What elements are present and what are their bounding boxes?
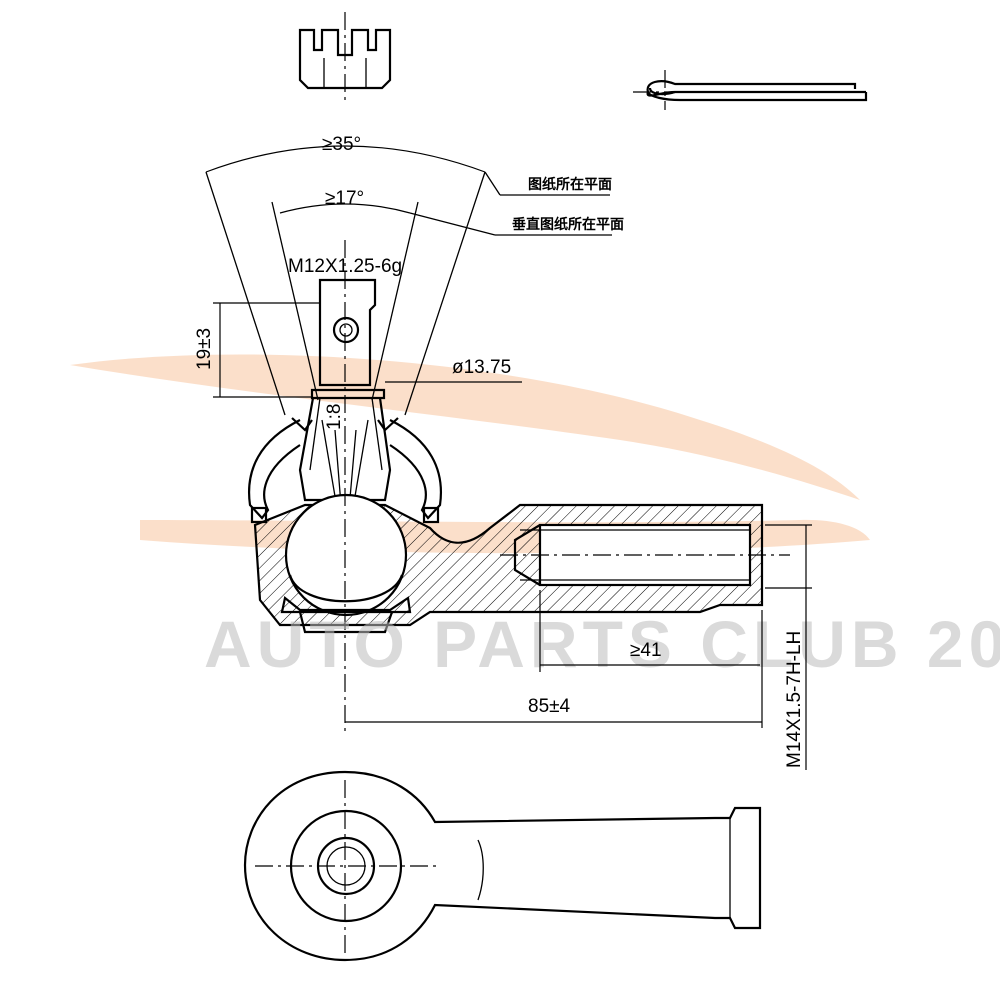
vertical-plane-note: 垂直图纸所在平面 bbox=[512, 216, 624, 233]
overall-length-dimension: 85±4 bbox=[345, 610, 763, 728]
watermark-swoosh-upper bbox=[70, 354, 860, 500]
angle-inner-label: ≥17° bbox=[325, 188, 364, 209]
taper-label: 1:8 bbox=[324, 404, 345, 430]
plan-view bbox=[243, 770, 762, 962]
drawing-plane-note: 图纸所在平面 bbox=[528, 176, 612, 193]
stud-thread-label: M12X1.25-6g bbox=[288, 256, 402, 277]
cotter-pin bbox=[633, 70, 868, 110]
housing-body bbox=[253, 240, 790, 735]
ball-socket bbox=[284, 493, 408, 617]
thread-depth-dimension: ≥41 bbox=[539, 590, 760, 672]
body-thread-label: M14X1.5-7H-LH bbox=[784, 631, 805, 768]
diameter-callout: ø13.75 bbox=[385, 357, 522, 383]
stud-height-label: 19±3 bbox=[194, 328, 215, 370]
stud-height-dimension: 19±3 bbox=[194, 302, 320, 398]
angle-outer-label: ≥35° bbox=[322, 134, 361, 155]
overall-length-label: 85±4 bbox=[528, 696, 571, 717]
angle-dimensions: ≥35° ≥17° 图纸所在平面 垂直图纸所在平面 bbox=[205, 134, 624, 416]
watermark-text: AUTO PARTS CLUB 2018 bbox=[204, 607, 1000, 681]
diameter-label: ø13.75 bbox=[452, 357, 511, 378]
thread-depth-label: ≥41 bbox=[630, 640, 662, 661]
rubber-boot bbox=[248, 417, 442, 524]
castle-nut bbox=[298, 12, 392, 100]
body-thread-dimension: M14X1.5-7H-LH bbox=[765, 524, 812, 770]
